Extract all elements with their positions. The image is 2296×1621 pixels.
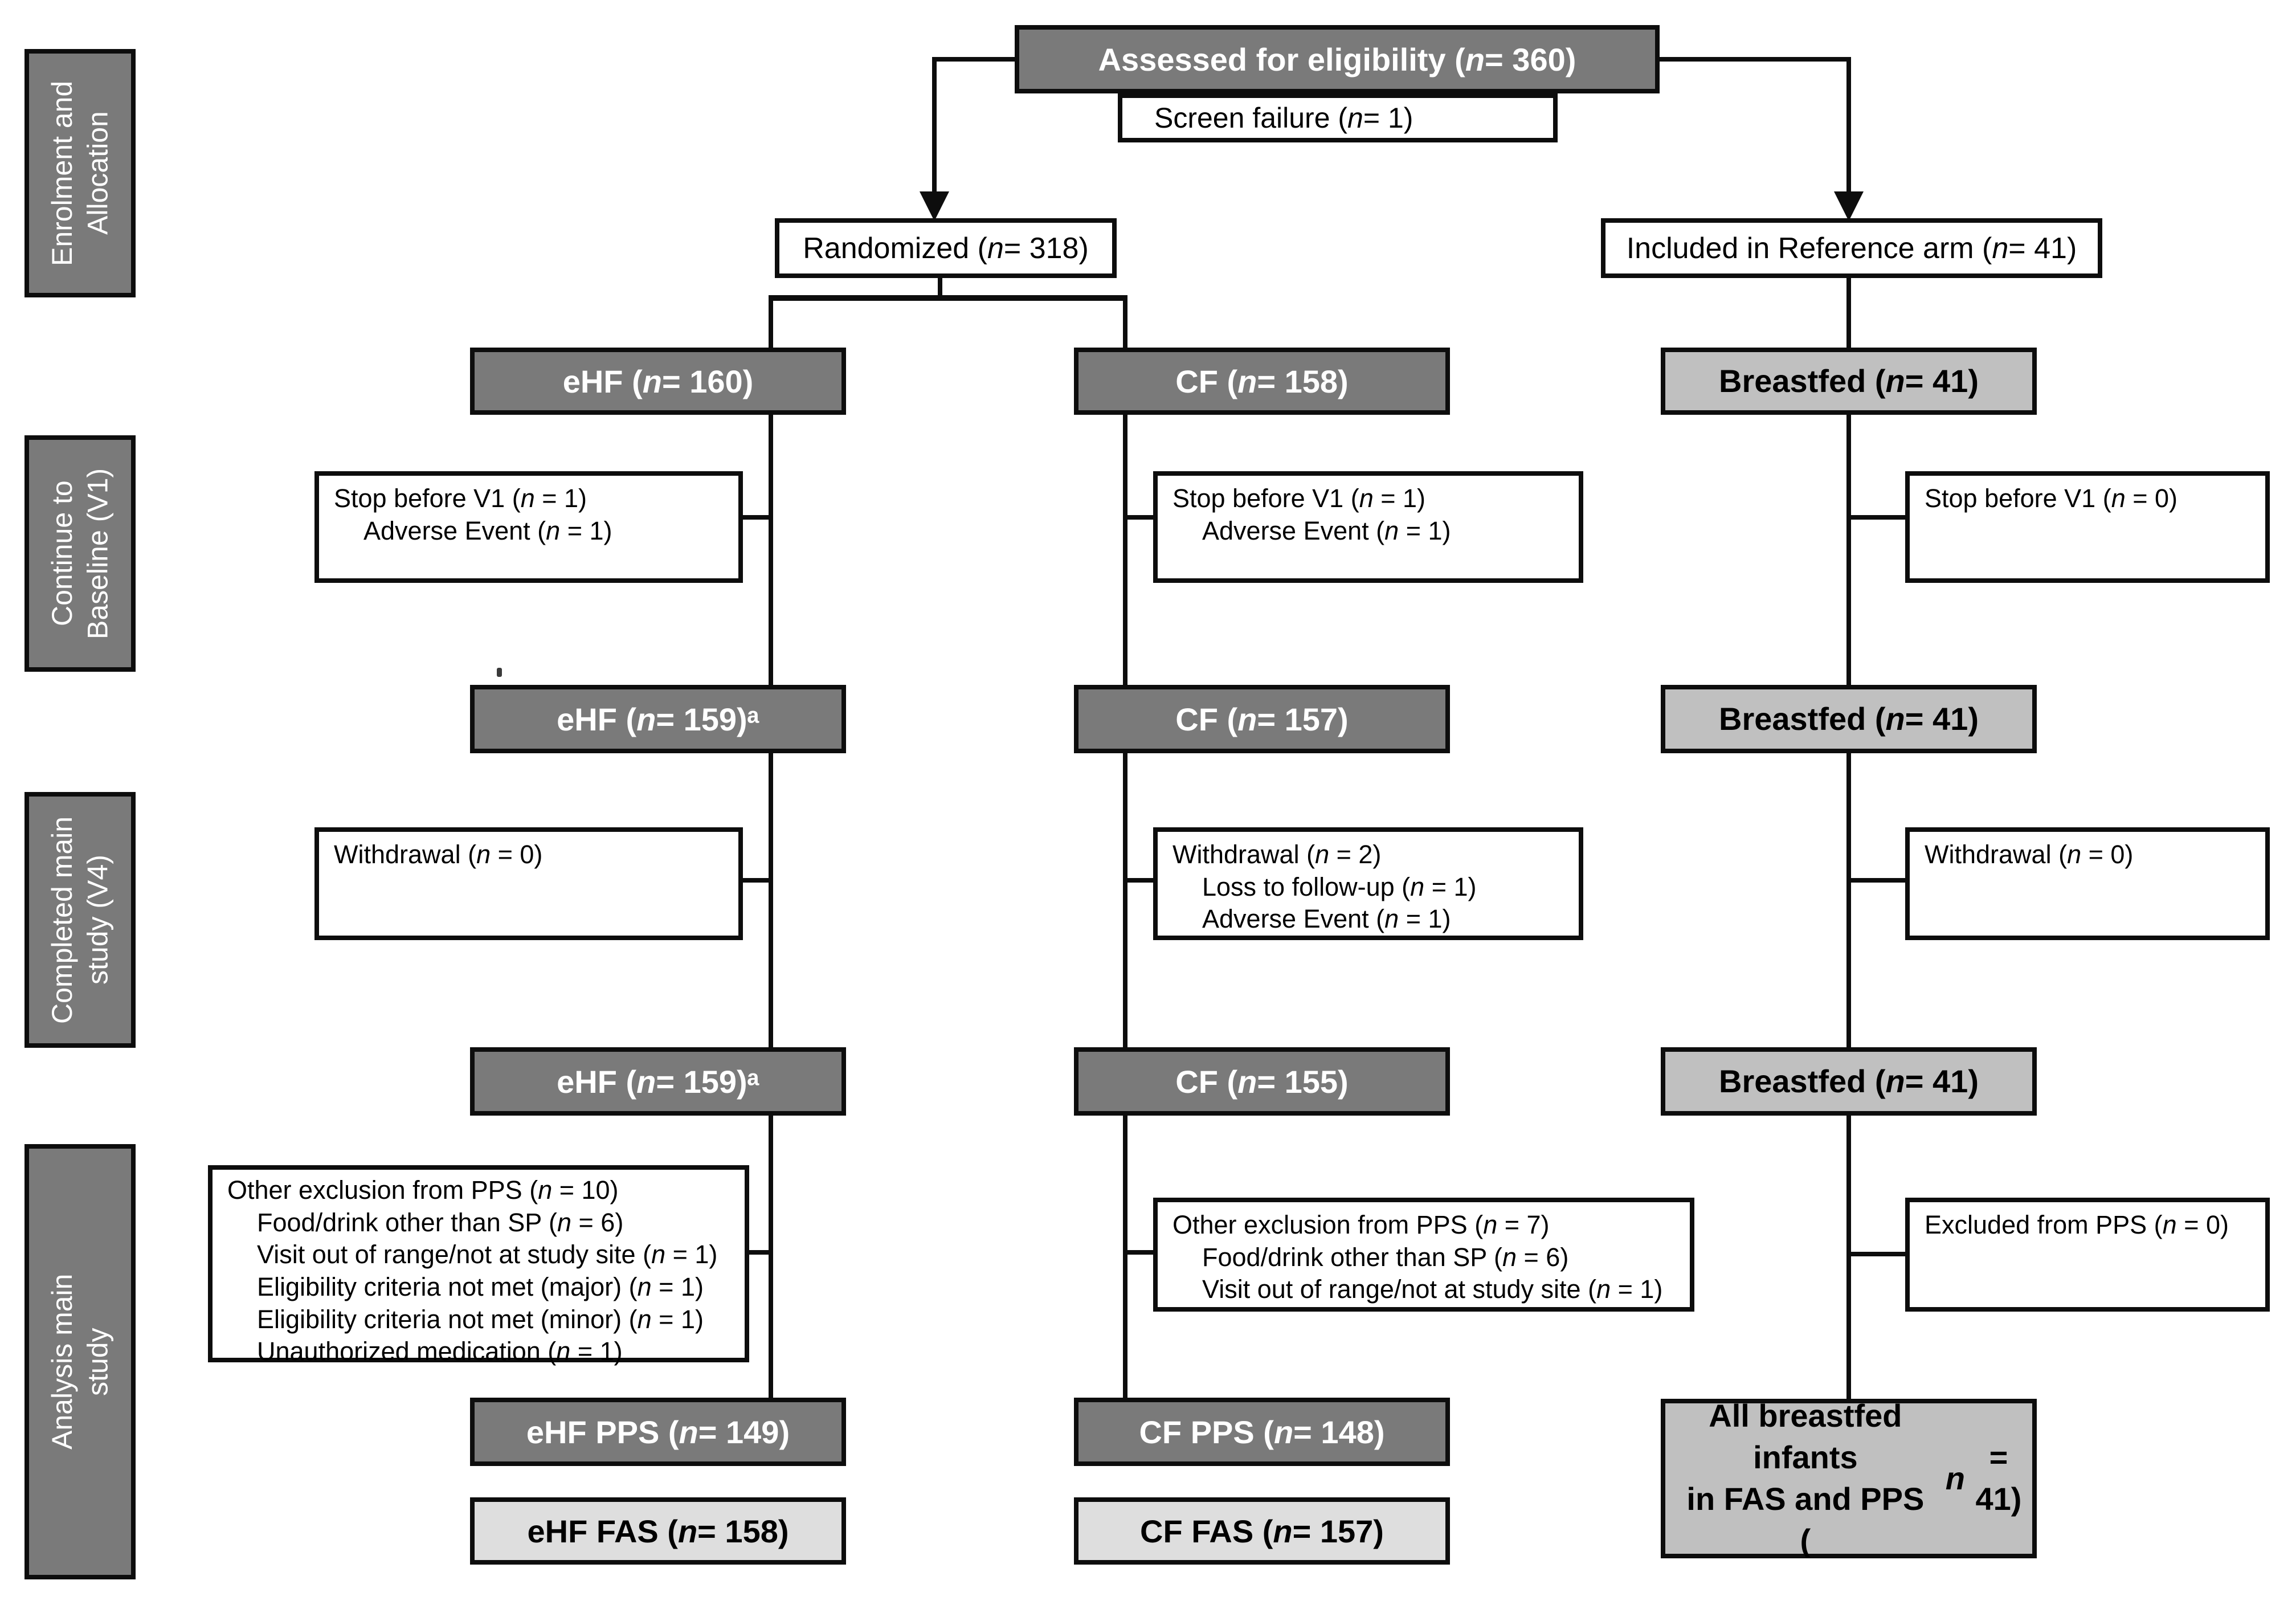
connector-line <box>1125 1250 1153 1255</box>
breastfed-baseline-box: Breastfed (n = 41) <box>1661 685 2037 753</box>
exclusion-reason: Visit out of range/not at study site (n … <box>257 1240 718 1269</box>
exclusion-reason: Eligibility criteria not met (minor) (n … <box>257 1304 704 1334</box>
exclusion-reason: Visit out of range/not at study site (n … <box>1202 1275 1663 1304</box>
cf-baseline-box: CF (n = 157) <box>1074 685 1450 753</box>
stray-mark <box>497 668 502 677</box>
connector-line <box>932 57 937 195</box>
cf-completed-box: CF (n = 155) <box>1074 1047 1450 1116</box>
ehf-withdrawal-box: Withdrawal (n = 0) <box>314 827 743 940</box>
exclusion-title: Other exclusion from PPS (n = 10) <box>227 1175 619 1204</box>
connector-line <box>769 297 773 350</box>
connector-line <box>1123 751 1127 1050</box>
stop-title: Stop before V1 (n = 0) <box>1925 484 2178 513</box>
connector-line <box>1123 414 1127 687</box>
exclusion-title: Other exclusion from PPS (n = 7) <box>1172 1210 1550 1239</box>
stop-reason: Adverse Event (n = 1) <box>1202 516 1451 545</box>
withdrawal-reason: Loss to follow-up (n = 1) <box>1202 872 1477 901</box>
exclusion-title: Excluded from PPS (n = 0) <box>1925 1210 2229 1239</box>
connector-line <box>1849 878 1905 883</box>
arrow-down-icon <box>1834 191 1864 221</box>
connector-line <box>1123 297 1127 350</box>
connector-line <box>938 278 942 300</box>
withdrawal-title: Withdrawal (n = 0) <box>334 840 543 869</box>
connector-line <box>1123 1113 1127 1400</box>
connector-line <box>1849 515 1905 520</box>
breastfed-exclusion-box: Excluded from PPS (n = 0) <box>1905 1198 2270 1312</box>
breastfed-completed-box: Breastfed (n = 41) <box>1661 1047 2037 1116</box>
withdrawal-title: Withdrawal (n = 0) <box>1925 840 2134 869</box>
connector-line <box>769 751 773 1050</box>
exclusion-reason: Unauthorized medication (n = 1) <box>257 1337 623 1366</box>
assessed-eligibility-box: Assessed for eligibility (n = 360) <box>1015 25 1660 93</box>
randomized-box: Randomized (n = 318) <box>775 218 1117 278</box>
connector-line <box>1846 751 1851 1050</box>
cf-stop-box: Stop before V1 (n = 1) Adverse Event (n … <box>1153 471 1583 583</box>
exclusion-reason: Food/drink other than SP (n = 6) <box>257 1207 624 1237</box>
cf-exclusion-box: Other exclusion from PPS (n = 7) Food/dr… <box>1153 1198 1694 1312</box>
breastfed-allocation-box: Breastfed (n = 41) <box>1661 348 2037 415</box>
connector-line <box>769 295 1127 301</box>
ehf-allocation-box: eHF (n = 160) <box>470 348 846 415</box>
connector-line <box>1846 278 1851 350</box>
connector-line <box>738 515 771 520</box>
connector-line <box>1846 57 1851 195</box>
breastfed-stop-box: Stop before V1 (n = 0) <box>1905 471 2270 583</box>
cf-pps-box: CF PPS (n = 148) <box>1074 1398 1450 1466</box>
stop-title: Stop before V1 (n = 1) <box>1172 484 1426 513</box>
connector-line <box>1125 515 1153 520</box>
stop-title: Stop before V1 (n = 1) <box>334 484 587 513</box>
stop-reason: Adverse Event (n = 1) <box>363 516 612 545</box>
cf-fas-box: CF FAS (n = 157) <box>1074 1497 1450 1565</box>
cf-withdrawal-box: Withdrawal (n = 2) Loss to follow-up (n … <box>1153 827 1583 940</box>
screen-failure-box: Screen failure (n = 1) <box>1118 93 1558 142</box>
withdrawal-title: Withdrawal (n = 2) <box>1172 840 1382 869</box>
breastfed-withdrawal-box: Withdrawal (n = 0) <box>1905 827 2270 940</box>
ehf-stop-box: Stop before V1 (n = 1) Adverse Event (n … <box>314 471 743 583</box>
ehf-completed-box: eHF (n = 159)ᵃ <box>470 1047 846 1116</box>
connector-line <box>1849 1252 1905 1256</box>
ehf-exclusion-box: Other exclusion from PPS (n = 10) Food/d… <box>208 1165 749 1366</box>
connector-line <box>934 57 1017 62</box>
reference-arm-box: Included in Reference arm (n = 41) <box>1601 218 2102 278</box>
ehf-baseline-box: eHF (n = 159)ᵃ <box>470 685 846 753</box>
connector-line <box>769 1113 773 1400</box>
connector-line <box>745 1250 771 1255</box>
exclusion-reason: Eligibility criteria not met (major) (n … <box>257 1272 704 1302</box>
connector-line <box>1846 1113 1851 1401</box>
exclusion-reason: Food/drink other than SP (n = 6) <box>1202 1242 1569 1272</box>
withdrawal-reason: Adverse Event (n = 1) <box>1202 904 1451 934</box>
arrow-down-icon <box>920 191 949 221</box>
connector-line <box>1125 878 1153 883</box>
ehf-pps-box: eHF PPS (n = 149) <box>470 1398 846 1466</box>
connector-line <box>1660 57 1851 62</box>
connector-line <box>738 878 771 883</box>
connector-line <box>769 414 773 687</box>
ehf-fas-box: eHF FAS (n = 158) <box>470 1497 846 1565</box>
connector-line <box>1846 414 1851 687</box>
cf-allocation-box: CF (n = 158) <box>1074 348 1450 415</box>
